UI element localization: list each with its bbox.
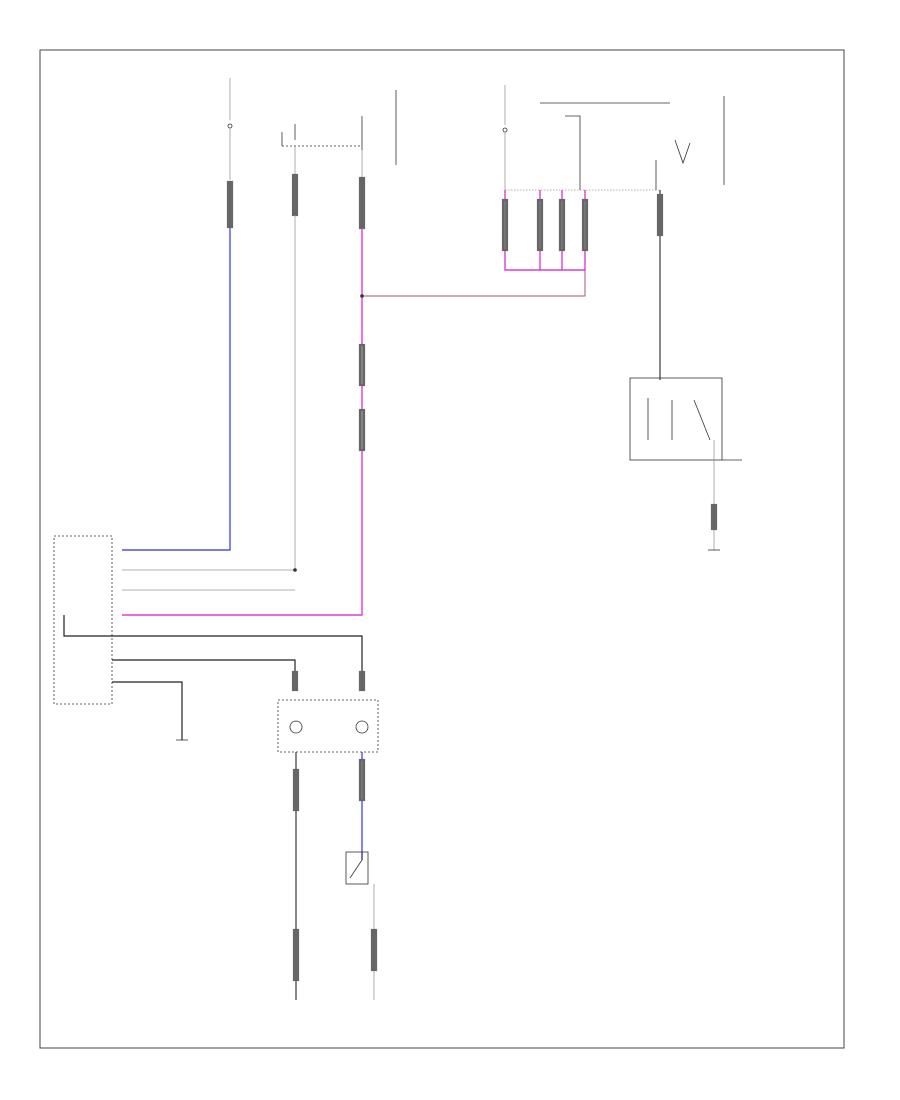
wire-black-middle	[112, 659, 296, 690]
wire-black-lower	[112, 681, 183, 740]
diagram-frame	[39, 49, 845, 1049]
wire-maroon-junction	[362, 270, 586, 297]
wire-white-left	[122, 215, 296, 571]
trailer-module	[655, 96, 725, 190]
power-relay	[629, 377, 742, 461]
connector-bundle	[501, 190, 589, 271]
body-control-module	[281, 124, 362, 147]
clock-spring	[277, 699, 379, 753]
wire-black-upper	[63, 615, 363, 690]
central-module	[361, 90, 397, 165]
horn-switch	[345, 851, 369, 885]
wire-blue-light	[122, 228, 231, 551]
fuse-a-group	[226, 78, 234, 229]
steering-column-module	[53, 535, 113, 705]
wire-pink-tow	[122, 228, 363, 616]
fuse-b-group	[502, 85, 508, 190]
